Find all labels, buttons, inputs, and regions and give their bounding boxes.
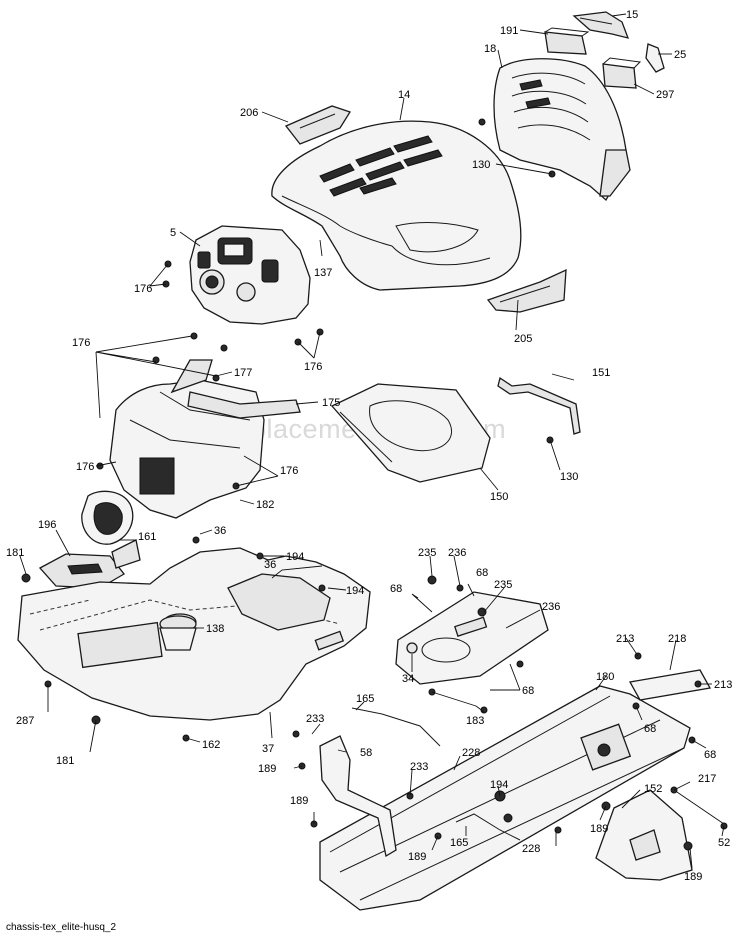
callout-189-a: 189 (258, 763, 276, 775)
callout-68-e: 68 (704, 749, 716, 761)
callout-191: 191 (500, 25, 518, 37)
callout-218: 218 (668, 633, 686, 645)
callout-194-c: 194 (490, 779, 508, 791)
part-152-guard (595, 789, 693, 881)
callout-152: 152 (644, 783, 662, 795)
part-34-seat-plate (395, 591, 549, 685)
callout-130-top: 130 (472, 159, 490, 171)
callout-25: 25 (674, 49, 686, 61)
callout-18: 18 (484, 43, 496, 55)
callout-236-a: 236 (448, 547, 466, 559)
callout-58: 58 (360, 747, 372, 759)
leader-lines (19, 13, 725, 869)
callout-181-b: 181 (56, 755, 74, 767)
callout-205: 205 (514, 333, 532, 345)
callout-189-d: 189 (408, 851, 426, 863)
callout-181-a: 181 (6, 547, 24, 559)
callout-52: 52 (718, 837, 730, 849)
part-58-bracket (319, 735, 397, 858)
callout-189-b: 189 (290, 795, 308, 807)
part-182-console (109, 359, 265, 519)
callout-151: 151 (592, 367, 610, 379)
part-196-insert (38, 553, 125, 589)
callout-182: 182 (256, 499, 274, 511)
callout-34: 34 (402, 673, 414, 685)
part-151-bracket (497, 376, 581, 435)
hood-vents (319, 135, 443, 197)
callout-183: 183 (466, 715, 484, 727)
part-25-clip (645, 43, 665, 73)
callout-68-d: 68 (522, 685, 534, 697)
part-205-trim (486, 268, 567, 313)
part-5-dash-panel (189, 225, 311, 325)
callout-235-b: 235 (494, 579, 512, 591)
part-165-rods (351, 707, 521, 841)
part-150-plate (330, 383, 491, 483)
callout-213-b: 213 (714, 679, 732, 691)
callout-176-c: 176 (304, 361, 322, 373)
callout-217: 217 (698, 773, 716, 785)
callout-176-b: 176 (72, 337, 90, 349)
callout-177: 177 (234, 367, 252, 379)
diagram-footer: chassis-tex_elite-husq_2 (6, 922, 116, 933)
callout-287: 287 (16, 715, 34, 727)
part-161-bezel (81, 490, 141, 569)
callout-68-c: 68 (644, 723, 656, 735)
callout-189-e: 189 (684, 871, 702, 883)
callout-37: 37 (262, 743, 274, 755)
callout-14: 14 (398, 89, 410, 101)
callout-233-b: 233 (410, 761, 428, 773)
callout-213-a: 213 (616, 633, 634, 645)
callout-130-b: 130 (560, 471, 578, 483)
callout-137: 137 (314, 267, 332, 279)
callout-206: 206 (240, 107, 258, 119)
part-206-trim (284, 105, 351, 145)
callout-180: 180 (596, 671, 614, 683)
callout-162: 162 (202, 739, 220, 751)
callout-15: 15 (626, 9, 638, 21)
callout-236-b: 236 (542, 601, 560, 613)
callout-228-b: 228 (522, 843, 540, 855)
part-297-block (602, 57, 642, 89)
callout-233-a: 233 (306, 713, 324, 725)
callout-194-a: 194 (286, 551, 304, 563)
callout-150: 150 (490, 491, 508, 503)
callout-68-b: 68 (390, 583, 402, 595)
callout-194-b: 194 (346, 585, 364, 597)
callout-176-e: 176 (280, 465, 298, 477)
part-218-plate (628, 669, 712, 701)
callout-36-a: 36 (214, 525, 226, 537)
callout-138: 138 (206, 623, 224, 635)
callout-165-b: 165 (450, 837, 468, 849)
callout-36-b: 36 (264, 559, 276, 571)
part-138-boot (159, 615, 197, 651)
callout-189-c: 189 (590, 823, 608, 835)
callout-176-d: 176 (76, 461, 94, 473)
callout-196: 196 (38, 519, 56, 531)
callout-228-a: 228 (462, 747, 480, 759)
part-14-hood (271, 120, 522, 291)
part-191-block (544, 27, 590, 55)
part-18-front-grille (493, 58, 631, 202)
callout-235-a: 235 (418, 547, 436, 559)
callout-5: 5 (170, 227, 176, 239)
callout-68-a: 68 (476, 567, 488, 579)
part-15-trim-cap (572, 11, 630, 39)
callout-297: 297 (656, 89, 674, 101)
part-217-rod (673, 789, 725, 825)
callout-165-a: 165 (356, 693, 374, 705)
part-175-bracket (187, 391, 301, 419)
callout-175: 175 (322, 397, 340, 409)
callout-161: 161 (138, 531, 156, 543)
callout-176-a: 176 (134, 283, 152, 295)
callout-labels: 15 191 18 25 297 14 206 130 5 137 176 20… (6, 9, 732, 883)
